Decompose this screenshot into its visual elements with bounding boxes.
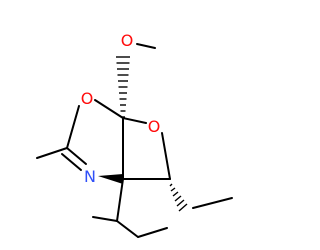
bond-quaternary-c-sec-butyl-ch (116, 178, 124, 222)
bond-ethyl-ch2-ch3 (192, 197, 233, 209)
hashed-bond-spiro-c-methoxy-o (116, 56, 130, 118)
wedge-bond-n-quaternary-c (98, 174, 123, 184)
bond-ring-o-right-ch (161, 132, 171, 180)
molecule-structure: O O O N (36, 31, 233, 238)
bond-sec-butyl-ch-ch2 (116, 220, 139, 238)
hashed-bond-ch-ethyl (169, 183, 188, 212)
molecule-canvas: O O O N (36, 31, 233, 238)
nitrogen-atom-label: N (84, 167, 96, 186)
double-bond-c2-n-a (66, 147, 87, 165)
oxygen-atom-label-methoxy: O (121, 31, 134, 50)
bond-spiro-c-ring-o-left (94, 99, 124, 119)
bond-spiro-c-ring-o-right (122, 117, 147, 124)
double-bond-c2-n-b (61, 153, 82, 171)
bond-c2-methyl (36, 147, 68, 159)
oxygen-atom-label-ring-right: O (148, 117, 161, 136)
oxygen-atom-label-ring-left: O (81, 89, 94, 108)
bond-sec-butyl-ch2-ch3 (137, 227, 168, 238)
bond-ring-o-left-c2 (66, 105, 80, 149)
bond-methoxy-o-ch3 (136, 43, 156, 49)
bond-sec-butyl-ch-methyl (92, 216, 118, 222)
